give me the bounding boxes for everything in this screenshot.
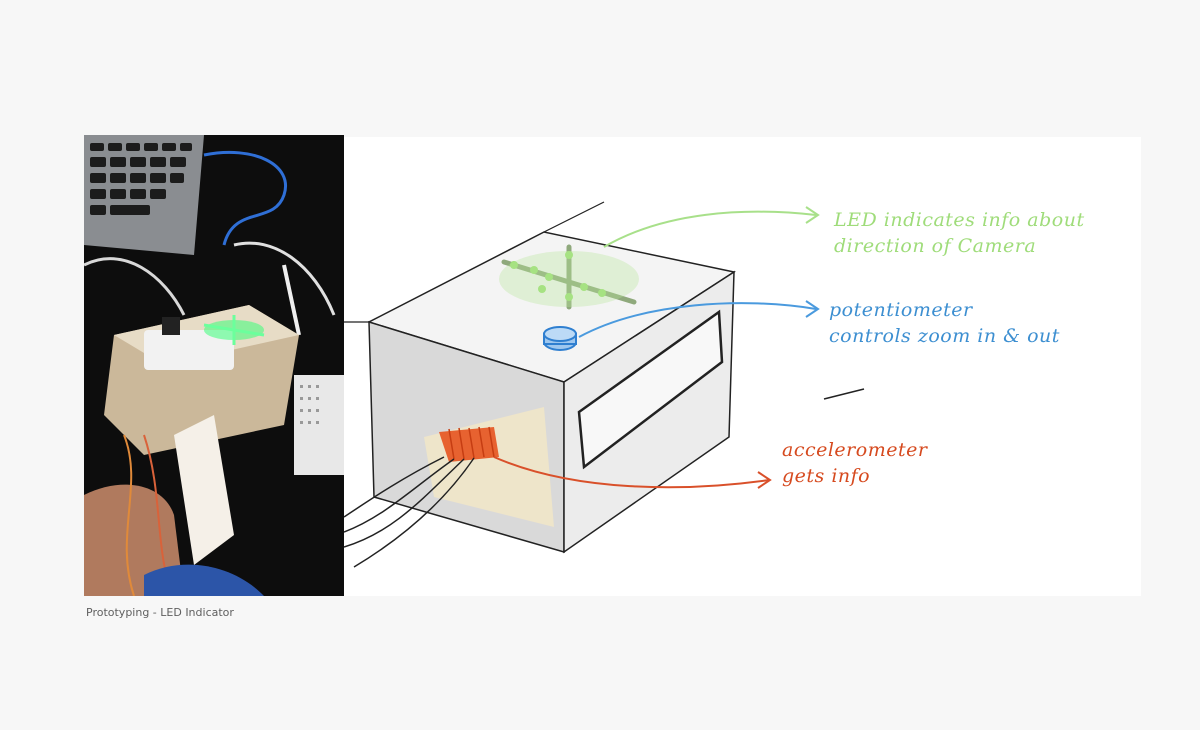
- concept-sketch: LED indicates info about direction of Ca…: [344, 137, 1141, 596]
- led-annotation-line2: direction of Camera: [834, 235, 1037, 257]
- potentiometer-annotation-line2: controls zoom in & out: [829, 325, 1060, 347]
- potentiometer-annotation-line1: potentiometer: [829, 299, 973, 321]
- device-sketch-drawing: [344, 201, 865, 568]
- accelerometer-annotation-line1: accelerometer: [782, 439, 928, 461]
- led-annotation-line1: LED indicates info about: [834, 209, 1085, 231]
- led-annotation: LED indicates info about direction of Ca…: [834, 207, 1085, 259]
- accelerometer-annotation-line2: gets info: [782, 465, 871, 487]
- accelerometer-annotation: accelerometer gets info: [782, 437, 927, 489]
- figure: LED indicates info about direction of Ca…: [84, 135, 1141, 596]
- figure-caption: Prototyping - LED Indicator: [86, 606, 234, 619]
- prototype-photo-illustration: [84, 135, 344, 596]
- prototype-photo: [84, 135, 344, 596]
- potentiometer-annotation: potentiometer controls zoom in & out: [829, 297, 1060, 349]
